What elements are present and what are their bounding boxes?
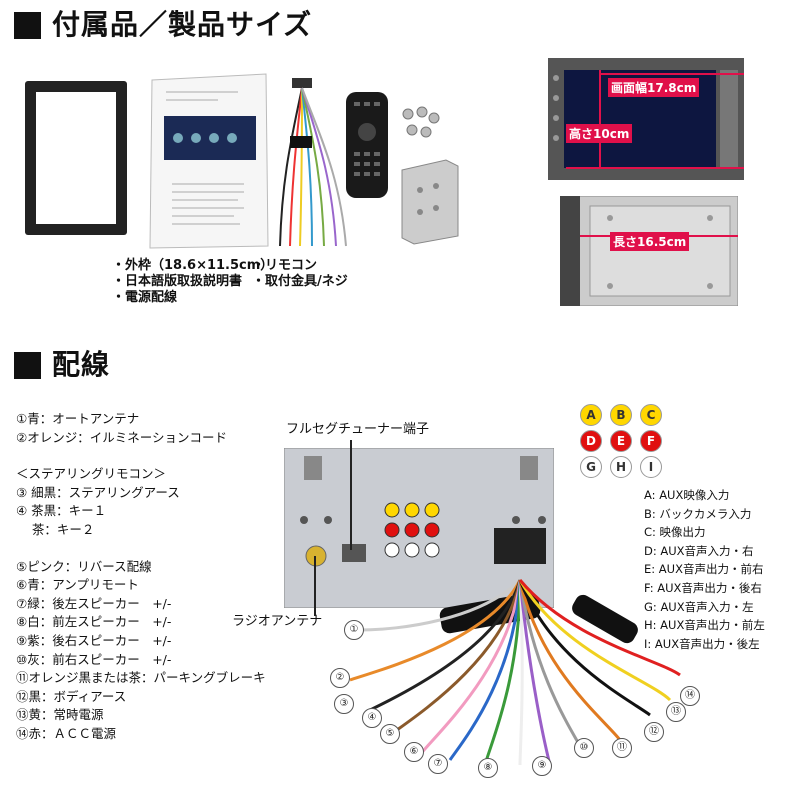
radio-pointer [314,556,316,616]
unit-back-panel [283,447,555,609]
rca-circle-c: C [640,404,662,426]
wire-number-2: ② [330,668,350,688]
rca-legend-item: A: AUX映像入力 [644,488,730,502]
wire-number-5: ⑤ [380,724,400,744]
wire-number-14: ⑭ [680,686,700,706]
wiring-harness-diagram [320,560,700,780]
rca-legend-item: B: バックカメラ入力 [644,506,752,521]
section-marker [14,352,41,379]
height-label: 高さ10cm [566,124,633,143]
wire-item: ⑬黄：常時電源 [16,707,104,723]
accessory-frame: ・外枠（18.6×11.5cm） [112,258,274,273]
wire-item: 茶：キー２ [16,521,95,537]
wire-item: ⑦緑：後左スピーカー +/- [16,595,172,611]
remote-image [342,90,392,202]
steering-remote-heading: ＜ステアリングリモコン＞ [16,466,167,482]
rca-circle-g: G [580,456,602,478]
rca-legend-item: E: AUX音声出力・前右 [644,562,764,577]
frame-image [22,78,130,238]
rca-circle-i: I [640,456,662,478]
wire-item: ⑨紫：後右スピーカー +/- [16,632,172,648]
section-title-accessories: 付属品／製品サイズ [52,8,313,41]
wire-item: ①青：オートアンテナ [16,411,140,426]
radio-antenna-label: ラジオアンテナ [232,614,323,629]
rca-legend: A: AUX映像入力 B: バックカメラ入力 C: 映像出力 D: AUX音声入… [644,486,765,653]
wire-harness-image [272,76,352,256]
wiring-list: ①青：オートアンテナ ②オレンジ：イルミネーションコード ＜ステアリングリモコン… [16,410,266,744]
wire-spacer [16,447,266,465]
wire-item: ④ 茶黒：キー１ [16,503,107,519]
wire-number-3: ③ [334,694,354,714]
wire-spacer [16,540,266,558]
bracket-image [396,150,464,246]
screen-width-label: 画面幅17.8cm [608,78,700,97]
rca-circle-f: F [640,430,662,452]
rca-circle-d: D [580,430,602,452]
section-marker [14,12,41,39]
wire-item: ⑩灰：前右スピーカー +/- [16,651,172,667]
wire-item: ②オレンジ：イルミネーションコード [16,429,227,445]
rca-legend-item: C: 映像出力 [644,525,706,540]
wire-number-12: ⑫ [644,722,664,742]
wire-number-10: ⑩ [574,738,594,758]
manual-image [148,72,270,250]
accessory-remote: ・リモコン [252,258,318,273]
wire-item: ⑥青：アンプリモート [16,577,139,593]
wire-item: ⑧白：前左スピーカー +/- [16,614,172,630]
rca-circle-b: B [610,404,632,426]
tuner-pointer [350,440,352,550]
rca-circle-h: H [610,456,632,478]
rca-circle-a: A [580,404,602,426]
wire-number-11: ⑪ [612,738,632,758]
wire-number-6: ⑥ [404,742,424,762]
rca-legend-item: H: AUX音声出力・前左 [644,618,765,633]
rca-circle-e: E [610,430,632,452]
rca-legend-item: F: AUX音声出力・後右 [644,580,762,595]
accessory-bracket: ・取付金具/ネジ [252,274,348,289]
wire-item: ⑫黒：ボディアース [16,688,127,704]
rca-legend-item: D: AUX音声入力・右 [644,543,754,558]
unit-front-image [548,58,744,180]
wire-number-13: ⑬ [666,702,686,722]
wire-number-7: ⑦ [428,754,448,774]
rca-legend-item: I: AUX音声出力・後左 [644,636,760,651]
section-title-wiring: 配線 [52,348,111,381]
wire-number-1: ① [344,620,364,640]
unit-top-image [559,195,739,307]
accessories-list-1: ・外枠（18.6×11.5cm） ・日本語版取扱説明書 ・電源配線 [112,258,273,306]
tuner-label: フルセグチューナー端子 [286,422,430,437]
wire-number-4: ④ [362,708,382,728]
wire-number-9: ⑨ [532,756,552,776]
wire-item: ⑤ピンク：リバース配線 [16,558,152,574]
accessory-manual: ・日本語版取扱説明書 [112,274,243,289]
depth-label: 長さ16.5cm [610,232,690,251]
wire-item: ⑭赤：ＡＣＣ電源 [16,725,117,741]
wire-item: ⑪オレンジ黒または茶：パーキングブレーキ [16,670,266,686]
accessory-power-wire: ・電源配線 [112,290,178,305]
screws-image [398,102,444,146]
wire-item: ③ 細黒：ステアリングアース [16,484,180,500]
accessories-list-2: ・リモコン ・取付金具/ネジ [252,258,348,290]
rca-legend-item: G: AUX音声入力・左 [644,599,754,614]
wire-number-8: ⑧ [478,758,498,778]
